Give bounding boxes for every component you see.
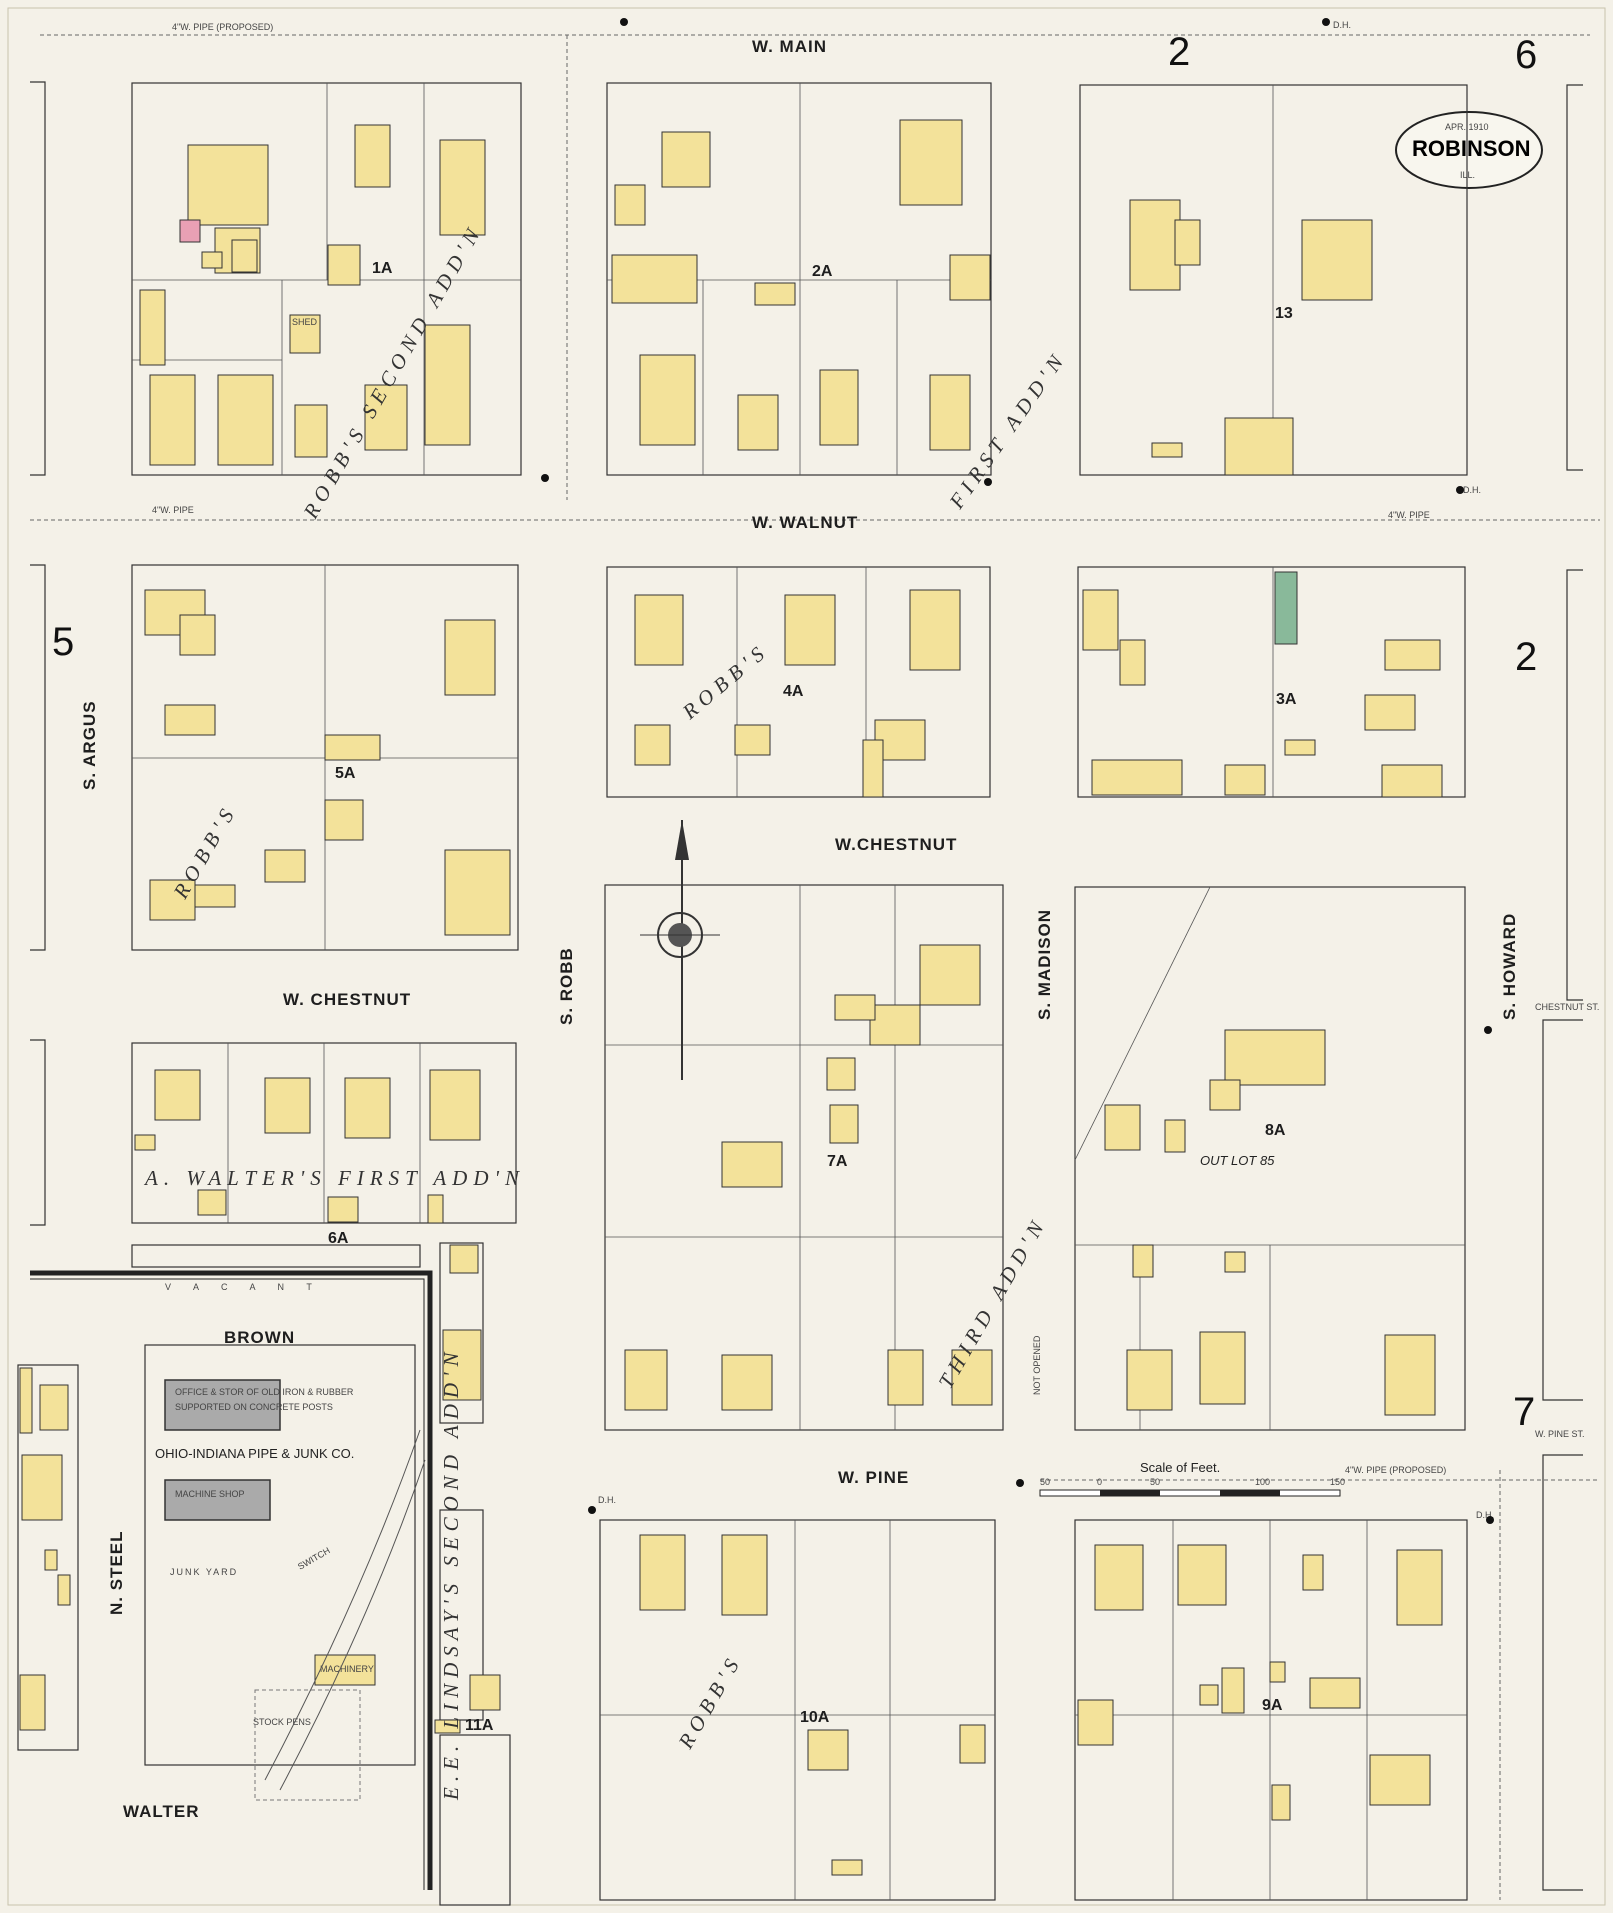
dh-label-ne: D.H. [1333,20,1351,30]
street-chestnut-st: CHESTNUT ST. [1535,1002,1599,1012]
scale-title: Scale of Feet. [1140,1460,1220,1475]
town-name: ROBINSON [1412,136,1531,161]
street-s-argus: S. ARGUS [80,700,99,790]
hydrant-markers [541,18,1494,1524]
lindsays-second-addition: E.E. LINDSAY'S SECOND ADD'N [439,1346,463,1801]
block-label-10A: 10A [800,1709,830,1726]
pipe-label-2: 4"W. PIPE [1388,510,1430,520]
pipe-label-1: 4"W. PIPE [152,505,194,515]
block-5A: 5A [131,564,519,951]
block-7A: 7A [604,884,1004,1431]
block-label-4A: 4A [783,683,804,700]
scale-tick-1: 50 [1040,1477,1050,1487]
scale-bar: Scale of Feet. 50 0 50 100 150 [1039,1460,1345,1497]
machine-shop-label: MACHINE SHOP [175,1489,245,1499]
block-label-1A: 1A [372,260,393,277]
street-w-pine: W. PINE [838,1468,909,1487]
block-label-9A: 9A [1262,1697,1283,1714]
junk-yard-area: OFFICE & STOR OF OLD IRON & RUBBER SUPPO… [144,1344,426,1801]
block-label-6A: 6A [328,1230,349,1247]
adjacent-sheet-east: 2 [1515,635,1537,679]
title-cartouche: APR. 1910 ROBINSON ILL. [1395,111,1543,189]
adjacent-sheet-west: 5 [52,620,74,664]
compass-rose [640,820,720,1080]
block-label-5A: 5A [335,765,356,782]
shed-label: SHED [292,317,318,327]
pipe-proposed-label-north: 4"W. PIPE (PROPOSED) [172,22,273,32]
block-6A: 6A A. WALTER'S FIRST ADD'N [131,1042,525,1247]
street-s-robb: S. ROBB [557,947,576,1025]
street-s-howard: S. HOWARD [1500,913,1519,1020]
street-w-pine-st: W. PINE ST. [1535,1429,1585,1439]
adjacent-sheet-south: 7 [1513,1390,1535,1434]
street-w-main: W. MAIN [752,37,827,56]
street-w-chestnut-west: W. CHESTNUT [283,990,411,1009]
block-13: 13 [1079,84,1468,476]
block-label-2A: 2A [812,263,833,280]
lindsays-lots: 11A [434,1242,511,1906]
office-label: OFFICE & STOR OF OLD IRON & RUBBER [175,1387,354,1397]
walters-first-addition: A. WALTER'S FIRST ADD'N [143,1166,525,1190]
scale-tick-2: 0 [1097,1477,1102,1487]
block-label-3A: 3A [1276,691,1297,708]
machinery-label: MACHINERY [320,1664,374,1674]
vacant-label: V A C A N T [165,1282,322,1292]
junk-yard-label: JUNK YARD [170,1567,238,1577]
scale-tick-4: 100 [1255,1477,1270,1487]
office-note: SUPPORTED ON CONCRETE POSTS [175,1402,333,1412]
block-1A: 1A [131,82,522,476]
block-label-13: 13 [1275,305,1293,322]
not-opened-label: NOT OPENED [1032,1335,1042,1395]
block-4A: 4A [606,566,991,798]
street-walter: WALTER [123,1802,200,1821]
street-w-chestnut-east: W.CHESTNUT [835,835,957,854]
dh-label-se: D.H. [1476,1510,1494,1520]
street-brown: BROWN [224,1328,295,1347]
adjacent-sheet-north: 2 [1168,30,1190,74]
stock-pens-label: STOCK PENS [253,1717,311,1727]
dh-label-e: D.H. [1463,485,1481,495]
block-label-8A: 8A [1265,1122,1286,1139]
street-w-walnut: W. WALNUT [752,513,858,532]
dh-label-s: D.H. [598,1495,616,1505]
out-lot-label: OUT LOT 85 [1200,1153,1275,1168]
block-2A: 2A [606,82,992,476]
block-10A: 10A [599,1519,996,1901]
block-label-11A: 11A [465,1717,494,1734]
sheet-number: 6 [1515,33,1537,77]
company-label: OHIO-INDIANA PIPE & JUNK CO. [155,1446,354,1461]
block-label-7A: 7A [827,1153,848,1170]
scale-tick-5: 150 [1330,1477,1345,1487]
block-8A: 8A OUT LOT 85 [1074,886,1466,1431]
block-9A: 9A [1074,1519,1468,1901]
block-3A: 3A [1077,566,1466,798]
scale-tick-3: 50 [1150,1477,1160,1487]
pipe-proposed-label: 4"W. PIPE (PROPOSED) [1345,1465,1446,1475]
street-n-steel: N. STEEL [107,1530,126,1615]
street-s-madison: S. MADISON [1035,909,1054,1020]
